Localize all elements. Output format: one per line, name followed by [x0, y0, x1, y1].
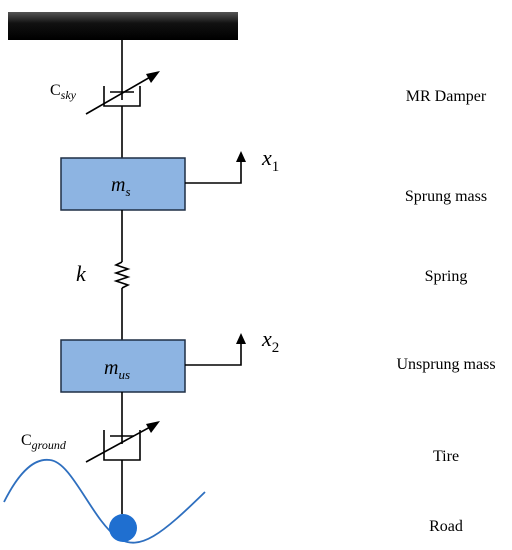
spring-icon: [113, 261, 131, 289]
ground-bar: [8, 12, 238, 40]
unsprung-mass-box: [60, 339, 186, 393]
sprung-mass-text: Sprung mass: [405, 188, 487, 205]
ground-damper-arrowhead: [146, 421, 160, 433]
unsprung-mass-text: Unsprung mass: [396, 356, 495, 373]
sprung-mass-label: ms: [111, 174, 131, 199]
sky-damper-arrowhead: [146, 71, 160, 83]
x2-label: x2: [261, 326, 279, 356]
spring-text: Spring: [425, 268, 468, 285]
sky-damper-label: Csky: [50, 82, 77, 102]
x1-arrow: [185, 160, 242, 184]
spring-constant-label: k: [76, 261, 87, 286]
ground-damper-label: Cground: [21, 432, 67, 452]
road-text: Road: [429, 518, 463, 535]
mr-damper-text: MR Damper: [406, 88, 487, 105]
road-curve: [3, 458, 206, 544]
sprung-mass-box: [60, 157, 186, 211]
x2-arrowhead: [236, 333, 246, 344]
tire-text: Tire: [433, 448, 459, 465]
sky-damper: [85, 75, 153, 158]
wheel-icon: [109, 514, 137, 542]
x2-arrow: [185, 342, 242, 366]
unsprung-mass-label: mus: [104, 357, 130, 382]
x1-arrowhead: [236, 151, 246, 162]
x1-label: x1: [261, 145, 279, 175]
ground-damper: [85, 425, 153, 514]
